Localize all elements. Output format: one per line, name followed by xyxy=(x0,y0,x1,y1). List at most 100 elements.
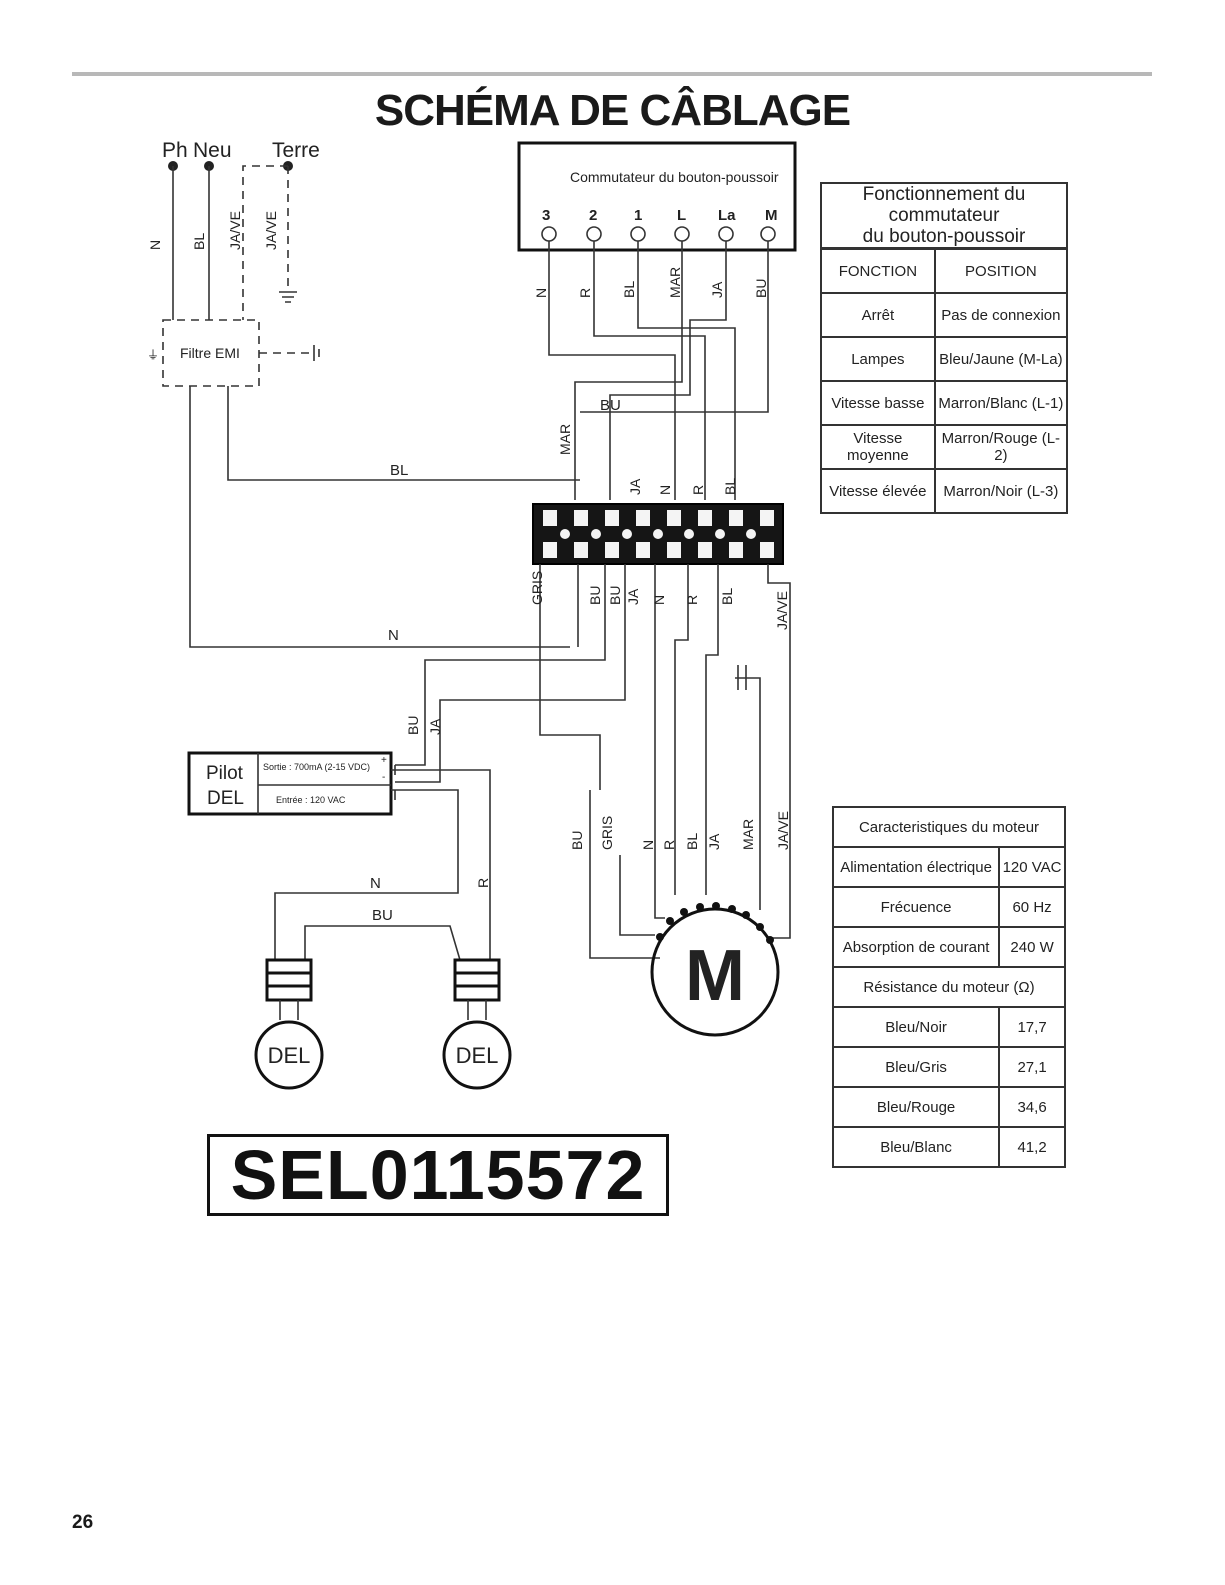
pilot-plus-sign: + xyxy=(381,755,387,766)
led-lamp-left: DEL xyxy=(254,958,324,1090)
page-title: SCHÉMA DE CÂBLAGE xyxy=(374,86,851,135)
terminal-2-label: 2 xyxy=(589,207,597,224)
motor-wire-n xyxy=(654,855,665,919)
lower-wire-ja xyxy=(395,564,626,783)
resistance-label-cell: Bleu/Gris xyxy=(831,1046,1001,1088)
led-right-bulb xyxy=(442,1020,512,1090)
pilot-output-plus xyxy=(391,769,491,960)
table-row: Arrêt Pas de connexion xyxy=(820,292,1069,338)
table-row: Vitesse élevée Marron/Noir (L-3) xyxy=(820,468,1069,514)
wire-label-bl-in: BL xyxy=(191,233,207,250)
wire-label-jave-in: JA/VE xyxy=(227,211,243,250)
table-row: Bleu/Rouge 34,6 xyxy=(831,1086,1066,1128)
motor-label-cell: Alimentation électrique xyxy=(831,846,1001,888)
led-wire-label-n: N xyxy=(370,875,381,892)
switch-table-title: Fonctionnement du commutateur du bouton-… xyxy=(820,182,1068,250)
motor-wire-bu xyxy=(589,790,660,959)
switch-function-table: Fonctionnement du commutateur du bouton-… xyxy=(820,182,1069,514)
input-wire-ground xyxy=(242,165,288,320)
motor-label: M xyxy=(685,936,745,1016)
lower-label-bu-b: BU xyxy=(607,586,623,605)
terminal-3-label: 3 xyxy=(542,207,550,224)
led-left-socket xyxy=(265,958,313,1002)
pilot-output-minus xyxy=(274,789,459,960)
led-wire-label-r: R xyxy=(475,878,491,888)
switch-lead-bl: BL xyxy=(621,281,637,298)
lower-label-r: R xyxy=(684,595,700,605)
pilot-lead-bu: BU xyxy=(405,716,421,735)
terminal-3-circle xyxy=(541,226,557,242)
terminal-m-circle xyxy=(760,226,776,242)
led-left-bulb xyxy=(254,1020,324,1090)
col-header-function: FONCTION xyxy=(820,247,936,294)
terminal-block xyxy=(532,503,784,565)
resistance-value-cell: 34,6 xyxy=(998,1086,1066,1128)
emi-filter-label: Filtre EMI xyxy=(180,345,240,361)
supply-terre-label: Terre xyxy=(272,139,320,162)
table-row: Bleu/Noir 17,7 xyxy=(831,1006,1066,1048)
function-cell: Lampes xyxy=(820,336,936,382)
wire-label-r-top: R xyxy=(690,485,706,495)
lower-wire-jave xyxy=(767,564,791,939)
table-row: Vitesse moyenne Marron/Rouge (L-2) xyxy=(820,424,1069,470)
emi-left-symbol: ⏚ xyxy=(147,348,159,362)
switch-wire-mar xyxy=(574,241,683,500)
lower-wire-bu-b xyxy=(395,564,606,766)
resistance-label-cell: Bleu/Blanc xyxy=(831,1126,1001,1168)
push-button-switch xyxy=(517,141,797,252)
lower-label-n: N xyxy=(651,595,667,605)
serial-number: SEL0115572 xyxy=(207,1134,669,1216)
switch-terminal-labels: 3 2 1 L La M xyxy=(542,207,778,224)
pilot-output-label: Sortie : 700mA (2-15 VDC) xyxy=(263,762,370,772)
terminal-la-label: La xyxy=(718,207,736,224)
lower-label-bu-a: BU xyxy=(587,586,603,605)
led-left-socket-lines xyxy=(267,971,311,988)
pilot-minus-sign: - xyxy=(382,772,385,783)
led-right-label: DEL xyxy=(456,1043,499,1068)
motor-lead-bu: BU xyxy=(569,831,585,850)
terminal-1-label: 1 xyxy=(634,207,642,224)
function-cell: Vitesse moyenne xyxy=(820,424,936,470)
motor-lead-r: R xyxy=(661,840,677,850)
switch-table-title-line1: Fonctionnement du commutateur xyxy=(862,184,1026,226)
motor-wire-gris xyxy=(619,855,655,936)
pilot-input-label: Entrée : 120 VAC xyxy=(276,795,346,805)
motor-characteristics-table: Caracteristiques du moteur Alimentation … xyxy=(831,806,1066,1168)
wire-n-from-filter xyxy=(189,386,570,648)
motor-table-title: Caracteristiques du moteur xyxy=(832,806,1066,848)
lower-wire-r xyxy=(674,564,689,895)
wire-label-mar-top: MAR xyxy=(557,424,573,455)
led-wire-label-bu: BU xyxy=(372,907,393,924)
table-row: Alimentation électrique 120 VAC xyxy=(831,846,1066,888)
pilot-dividers xyxy=(257,753,391,814)
led-left-label: DEL xyxy=(268,1043,311,1068)
wire-label-n-in: N xyxy=(147,240,163,250)
resistance-label-cell: Bleu/Rouge xyxy=(831,1086,1001,1128)
led-right-socket xyxy=(453,958,501,1002)
resistance-title: Résistance du moteur (Ω) xyxy=(832,966,1066,1008)
switch-title: Commutateur du bouton-poussoir xyxy=(570,169,779,185)
table-row: Vitesse basse Marron/Blanc (L-1) xyxy=(820,380,1069,426)
terminal-1-circle xyxy=(630,226,646,242)
function-cell: Vitesse basse xyxy=(820,380,936,426)
wire-label-n-mid: N xyxy=(388,627,399,644)
motor-value-cell: 240 W xyxy=(998,926,1066,968)
motor-terminals xyxy=(656,902,774,944)
position-cell: Pas de connexion xyxy=(933,292,1069,338)
emi-ground-symbol xyxy=(313,345,320,361)
lower-label-bl: BL xyxy=(719,588,735,605)
supply-ph-label: Ph xyxy=(162,139,188,162)
top-rule xyxy=(72,72,1152,76)
switch-lead-r: R xyxy=(577,288,593,298)
page-number: 26 xyxy=(72,1512,94,1533)
switch-terminal-circles xyxy=(541,226,776,242)
terminal-block-slots xyxy=(543,510,774,558)
led-left-stem xyxy=(279,1000,299,1020)
function-cell: Vitesse élevée xyxy=(820,468,936,514)
pilot-label-line1: Pilot xyxy=(206,763,244,784)
led-lamp-right: DEL xyxy=(442,958,512,1090)
table-row: Bleu/Blanc 41,2 xyxy=(831,1126,1066,1168)
motor-value-cell: 120 VAC xyxy=(998,846,1066,888)
switch-wire-n xyxy=(548,241,676,500)
motor-label-cell: Frécuence xyxy=(831,886,1001,928)
